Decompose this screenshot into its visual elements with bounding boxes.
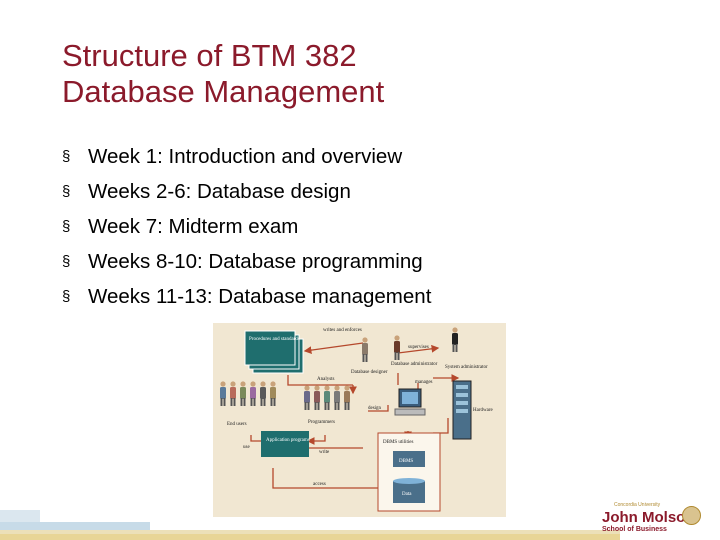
- bullet-mark: §: [62, 218, 71, 235]
- bullet-text: Weeks 11-13: Database management: [88, 285, 432, 308]
- bullet-text: Week 1: Introduction and overview: [88, 145, 403, 168]
- use-label: use: [243, 445, 250, 450]
- writes-enforces-label: writes and enforces: [323, 328, 362, 333]
- bullet-mark: §: [62, 253, 71, 270]
- access-label: access: [313, 482, 326, 487]
- write-label: write: [319, 450, 330, 455]
- logo-school: School of Business: [602, 526, 667, 533]
- app-programs-label: Application programs: [266, 438, 310, 443]
- bullet-text: Weeks 8-10: Database programming: [88, 250, 423, 273]
- design-label: design: [368, 406, 382, 411]
- sys-admin-label: System administrator: [445, 365, 488, 370]
- hardware-server-icon: [452, 380, 472, 440]
- logo-name: John Molson: [602, 509, 695, 526]
- slide-title: Structure of BTM 382 Database Management: [62, 38, 662, 110]
- title-line-1: Structure of BTM 382: [62, 38, 357, 73]
- programmers-label: Programmers: [308, 420, 335, 425]
- bullet-item: § Weeks 8-10: Database programming: [62, 248, 431, 283]
- seal-icon: [682, 506, 701, 525]
- bullet-mark: §: [62, 288, 71, 305]
- dbms-label: DBMS: [399, 459, 413, 464]
- logo-university: Concordia University: [614, 502, 661, 508]
- application-programs-box: Application programs: [261, 431, 310, 457]
- data-label: Data: [402, 492, 412, 497]
- bullet-list: § Week 1: Introduction and overview § Week…: [62, 143, 431, 318]
- bullet-mark: §: [62, 183, 71, 200]
- analysts-label: Analysts: [317, 377, 335, 382]
- hardware-label: Hardware: [473, 408, 493, 413]
- dbms-utilities-label: DBMS utilities: [383, 440, 413, 445]
- footer-decoration: [0, 510, 620, 540]
- db-admin-label: Database administrator: [391, 362, 438, 367]
- bullet-text: Weeks 2-6: Database design: [88, 180, 351, 203]
- database-system-diagram: Procedures and standards writes and enfo…: [213, 323, 506, 517]
- bullet-item: § Week 7: Midterm exam: [62, 213, 431, 248]
- dbms-utilities-box: DBMS utilities DBMS Data: [377, 432, 441, 512]
- manages-label: manages: [415, 380, 433, 385]
- designer-label: Database designer: [351, 370, 388, 375]
- procedures-label: Procedures and standards: [249, 337, 300, 342]
- bullet-mark: §: [62, 148, 71, 165]
- supervises-label: supervises: [408, 345, 429, 350]
- bullet-item: § Week 1: Introduction and overview: [62, 143, 431, 178]
- procedures-documents: Procedures and standards: [244, 330, 304, 374]
- bullet-text: Week 7: Midterm exam: [88, 215, 299, 238]
- bullet-item: § Weeks 2-6: Database design: [62, 178, 431, 213]
- bullet-item: § Weeks 11-13: Database management: [62, 283, 431, 318]
- computer-icon: [394, 388, 426, 416]
- end-users-label: End users: [227, 422, 247, 427]
- title-line-2: Database Management: [62, 74, 385, 109]
- school-logo: Concordia University John Molson School …: [586, 500, 720, 540]
